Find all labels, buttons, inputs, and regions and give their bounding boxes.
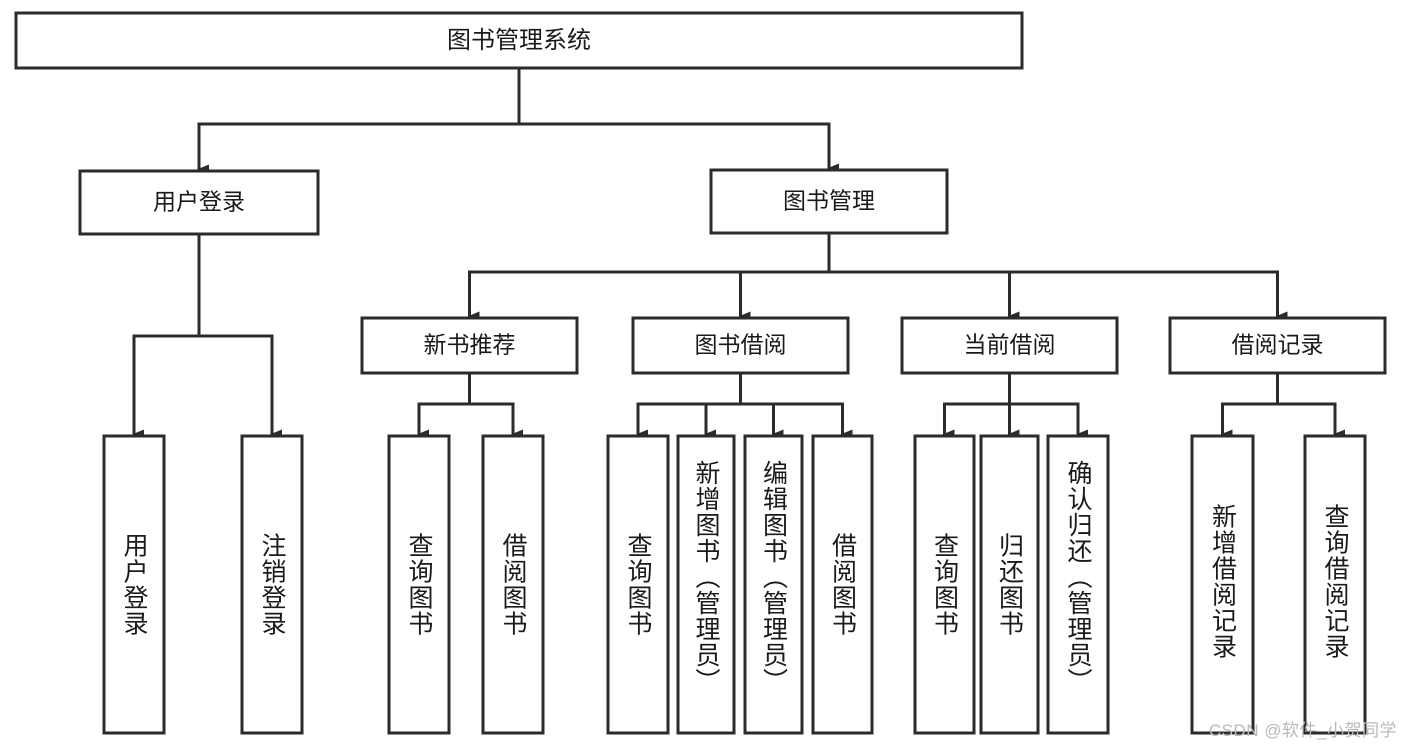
node-label: 图书借阅 [695, 332, 787, 358]
node-label: 查询图书 [624, 533, 653, 637]
node-level3-新书推荐[interactable]: 新书推荐 [360, 316, 579, 375]
node-label: 用户登录 [153, 189, 245, 215]
node-rect [387, 434, 451, 735]
node-label: 图书管理系统 [447, 27, 591, 54]
node-level3-借阅记录[interactable]: 借阅记录 [1168, 316, 1387, 375]
node-rect [14, 11, 1024, 70]
node-label: 当前借阅 [964, 332, 1056, 358]
node-rect [676, 434, 736, 735]
node-leaf-查询图书[interactable]: 查询图书 [387, 434, 451, 735]
node-leaf-查询借阅记录[interactable]: 查询借阅记录 [1303, 434, 1367, 735]
node-rect [743, 434, 804, 735]
node-root-图书管理系统[interactable]: 图书管理系统 [14, 11, 1024, 70]
connector-lines [132, 66, 1345, 439]
node-rect [360, 316, 579, 375]
node-label: 借阅记录 [1232, 332, 1324, 358]
node-rect [811, 434, 874, 735]
node-rect [709, 168, 949, 235]
node-label: 查询借阅记录 [1321, 504, 1350, 660]
node-rect [1190, 434, 1255, 735]
node-label: 新增借阅记录 [1209, 504, 1238, 660]
node-label: 借阅图书 [499, 533, 528, 637]
node-rect [1168, 316, 1387, 375]
node-level2-用户登录[interactable]: 用户登录 [78, 169, 320, 236]
node-rect [78, 169, 320, 236]
node-rect [1303, 434, 1367, 735]
node-rect [631, 316, 850, 375]
node-leaf-查询图书[interactable]: 查询图书 [606, 434, 670, 735]
node-boxes: 图书管理系统用户登录图书管理新书推荐图书借阅当前借阅借阅记录用户登录注销登录查询… [14, 11, 1387, 735]
node-rect [102, 434, 166, 735]
node-leaf-新增借阅记录[interactable]: 新增借阅记录 [1190, 434, 1255, 735]
node-label: 归还图书 [996, 533, 1025, 637]
node-label: 查询图书 [931, 533, 960, 637]
node-leaf-借阅图书[interactable]: 借阅图书 [811, 434, 874, 735]
node-rect [481, 434, 545, 735]
node-level3-图书借阅[interactable]: 图书借阅 [631, 316, 850, 375]
node-label: 借阅图书 [829, 533, 858, 637]
node-label: 编辑图书（管理员） [760, 460, 789, 694]
node-rect [979, 434, 1040, 735]
node-label: 图书管理 [783, 188, 875, 214]
node-label: 注销登录 [258, 533, 287, 637]
node-leaf-归还图书[interactable]: 归还图书 [979, 434, 1040, 735]
node-label: 确认归还（管理员） [1064, 460, 1093, 694]
node-level2-图书管理[interactable]: 图书管理 [709, 168, 949, 235]
node-leaf-新增图书管理员[interactable]: 新增图书（管理员） [676, 434, 736, 735]
node-label: 用户登录 [120, 533, 149, 637]
node-leaf-确认归还管理员[interactable]: 确认归还（管理员） [1046, 434, 1110, 735]
node-label: 查询图书 [405, 533, 434, 637]
node-rect [240, 434, 304, 735]
node-rect [913, 434, 976, 735]
node-rect [1046, 434, 1110, 735]
node-rect [606, 434, 670, 735]
node-label: 新书推荐 [424, 332, 516, 358]
node-leaf-查询图书[interactable]: 查询图书 [913, 434, 976, 735]
node-level3-当前借阅[interactable]: 当前借阅 [900, 316, 1119, 375]
node-leaf-用户登录[interactable]: 用户登录 [102, 434, 166, 735]
node-label: 新增图书（管理员） [692, 460, 721, 694]
node-leaf-借阅图书[interactable]: 借阅图书 [481, 434, 545, 735]
node-leaf-编辑图书管理员[interactable]: 编辑图书（管理员） [743, 434, 804, 735]
node-leaf-注销登录[interactable]: 注销登录 [240, 434, 304, 735]
node-rect [900, 316, 1119, 375]
